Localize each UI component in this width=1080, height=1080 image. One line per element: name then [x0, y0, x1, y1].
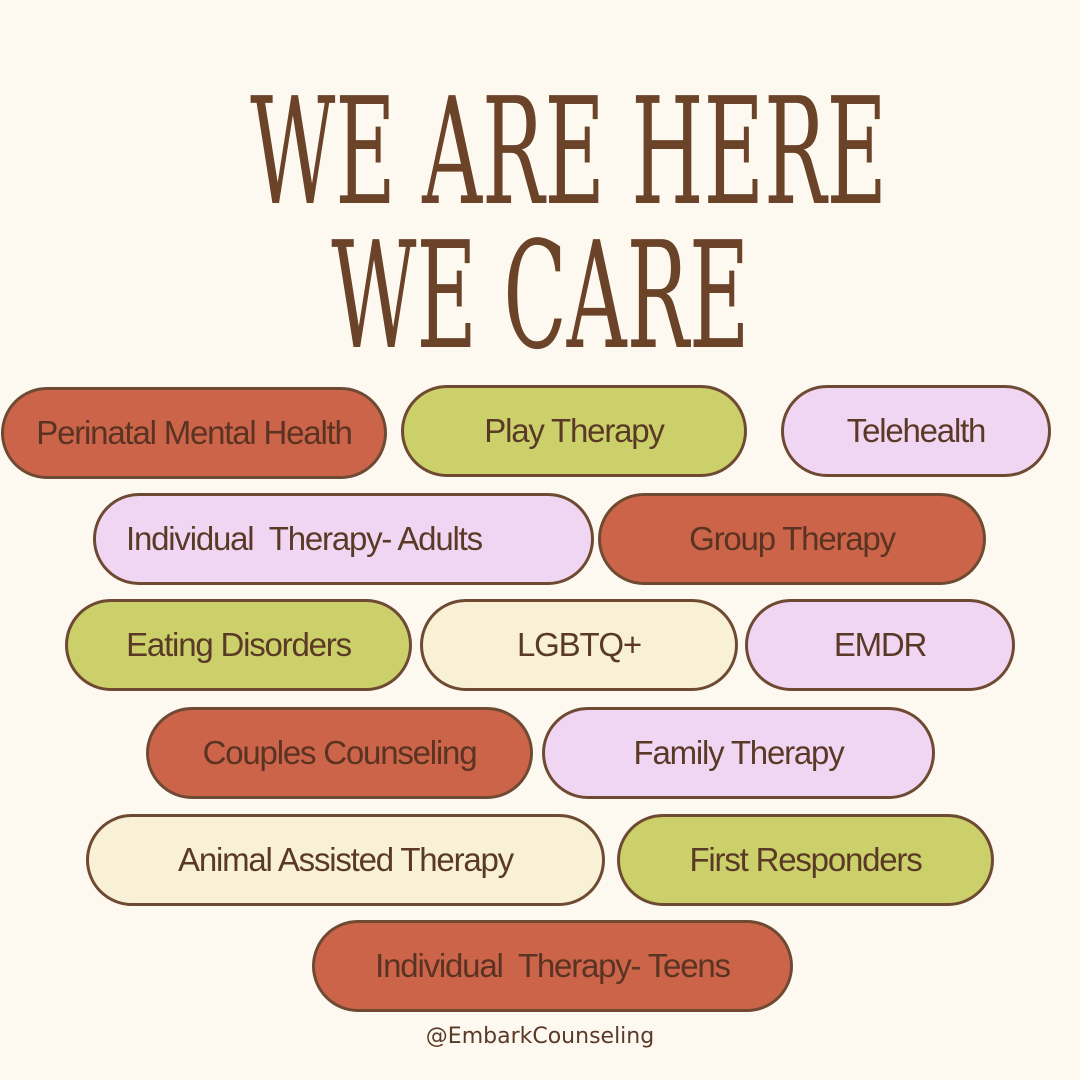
service-label: Eating Disorders: [126, 626, 352, 663]
service-pill-lgbtq: LGBTQ+: [420, 599, 738, 691]
service-label: Play Therapy: [484, 412, 665, 449]
service-label: Individual Therapy- Adults: [126, 520, 483, 557]
service-pill-group-therapy: Group Therapy: [598, 493, 986, 585]
service-pill-perinatal-mental-health: Perinatal Mental Health: [1, 387, 387, 479]
social-handle: @EmbarkCounseling: [425, 1024, 655, 1049]
service-pill-animal-assisted-therapy: Animal Assisted Therapy: [86, 814, 605, 906]
service-pill-first-responders: First Responders: [617, 814, 994, 906]
service-pill-telehealth: Telehealth: [781, 385, 1051, 477]
service-pill-eating-disorders: Eating Disorders: [65, 599, 412, 691]
service-label: EMDR: [833, 626, 928, 663]
service-pill-family-therapy: Family Therapy: [542, 707, 935, 799]
headline-line-1: WE ARE HERE: [250, 66, 887, 238]
service-label: Group Therapy: [689, 520, 896, 557]
service-label: Perinatal Mental Health: [36, 414, 353, 451]
service-pill-emdr: EMDR: [745, 599, 1015, 691]
service-pill-individual-therapy-teens: Individual Therapy- Teens: [312, 920, 793, 1012]
service-label: Animal Assisted Therapy: [178, 841, 514, 878]
service-label: Couples Counseling: [202, 734, 478, 771]
service-label: Family Therapy: [633, 734, 845, 771]
service-pill-couples-counseling: Couples Counseling: [146, 707, 533, 799]
service-label: First Responders: [689, 841, 922, 878]
service-label: Individual Therapy- Teens: [375, 947, 731, 984]
service-label: LGBTQ+: [517, 626, 642, 663]
headline-line-2: WE CARE: [330, 210, 750, 382]
service-pill-play-therapy: Play Therapy: [401, 385, 747, 477]
service-pill-individual-therapy-adults: Individual Therapy- Adults: [93, 493, 594, 585]
service-label: Telehealth: [846, 412, 987, 449]
